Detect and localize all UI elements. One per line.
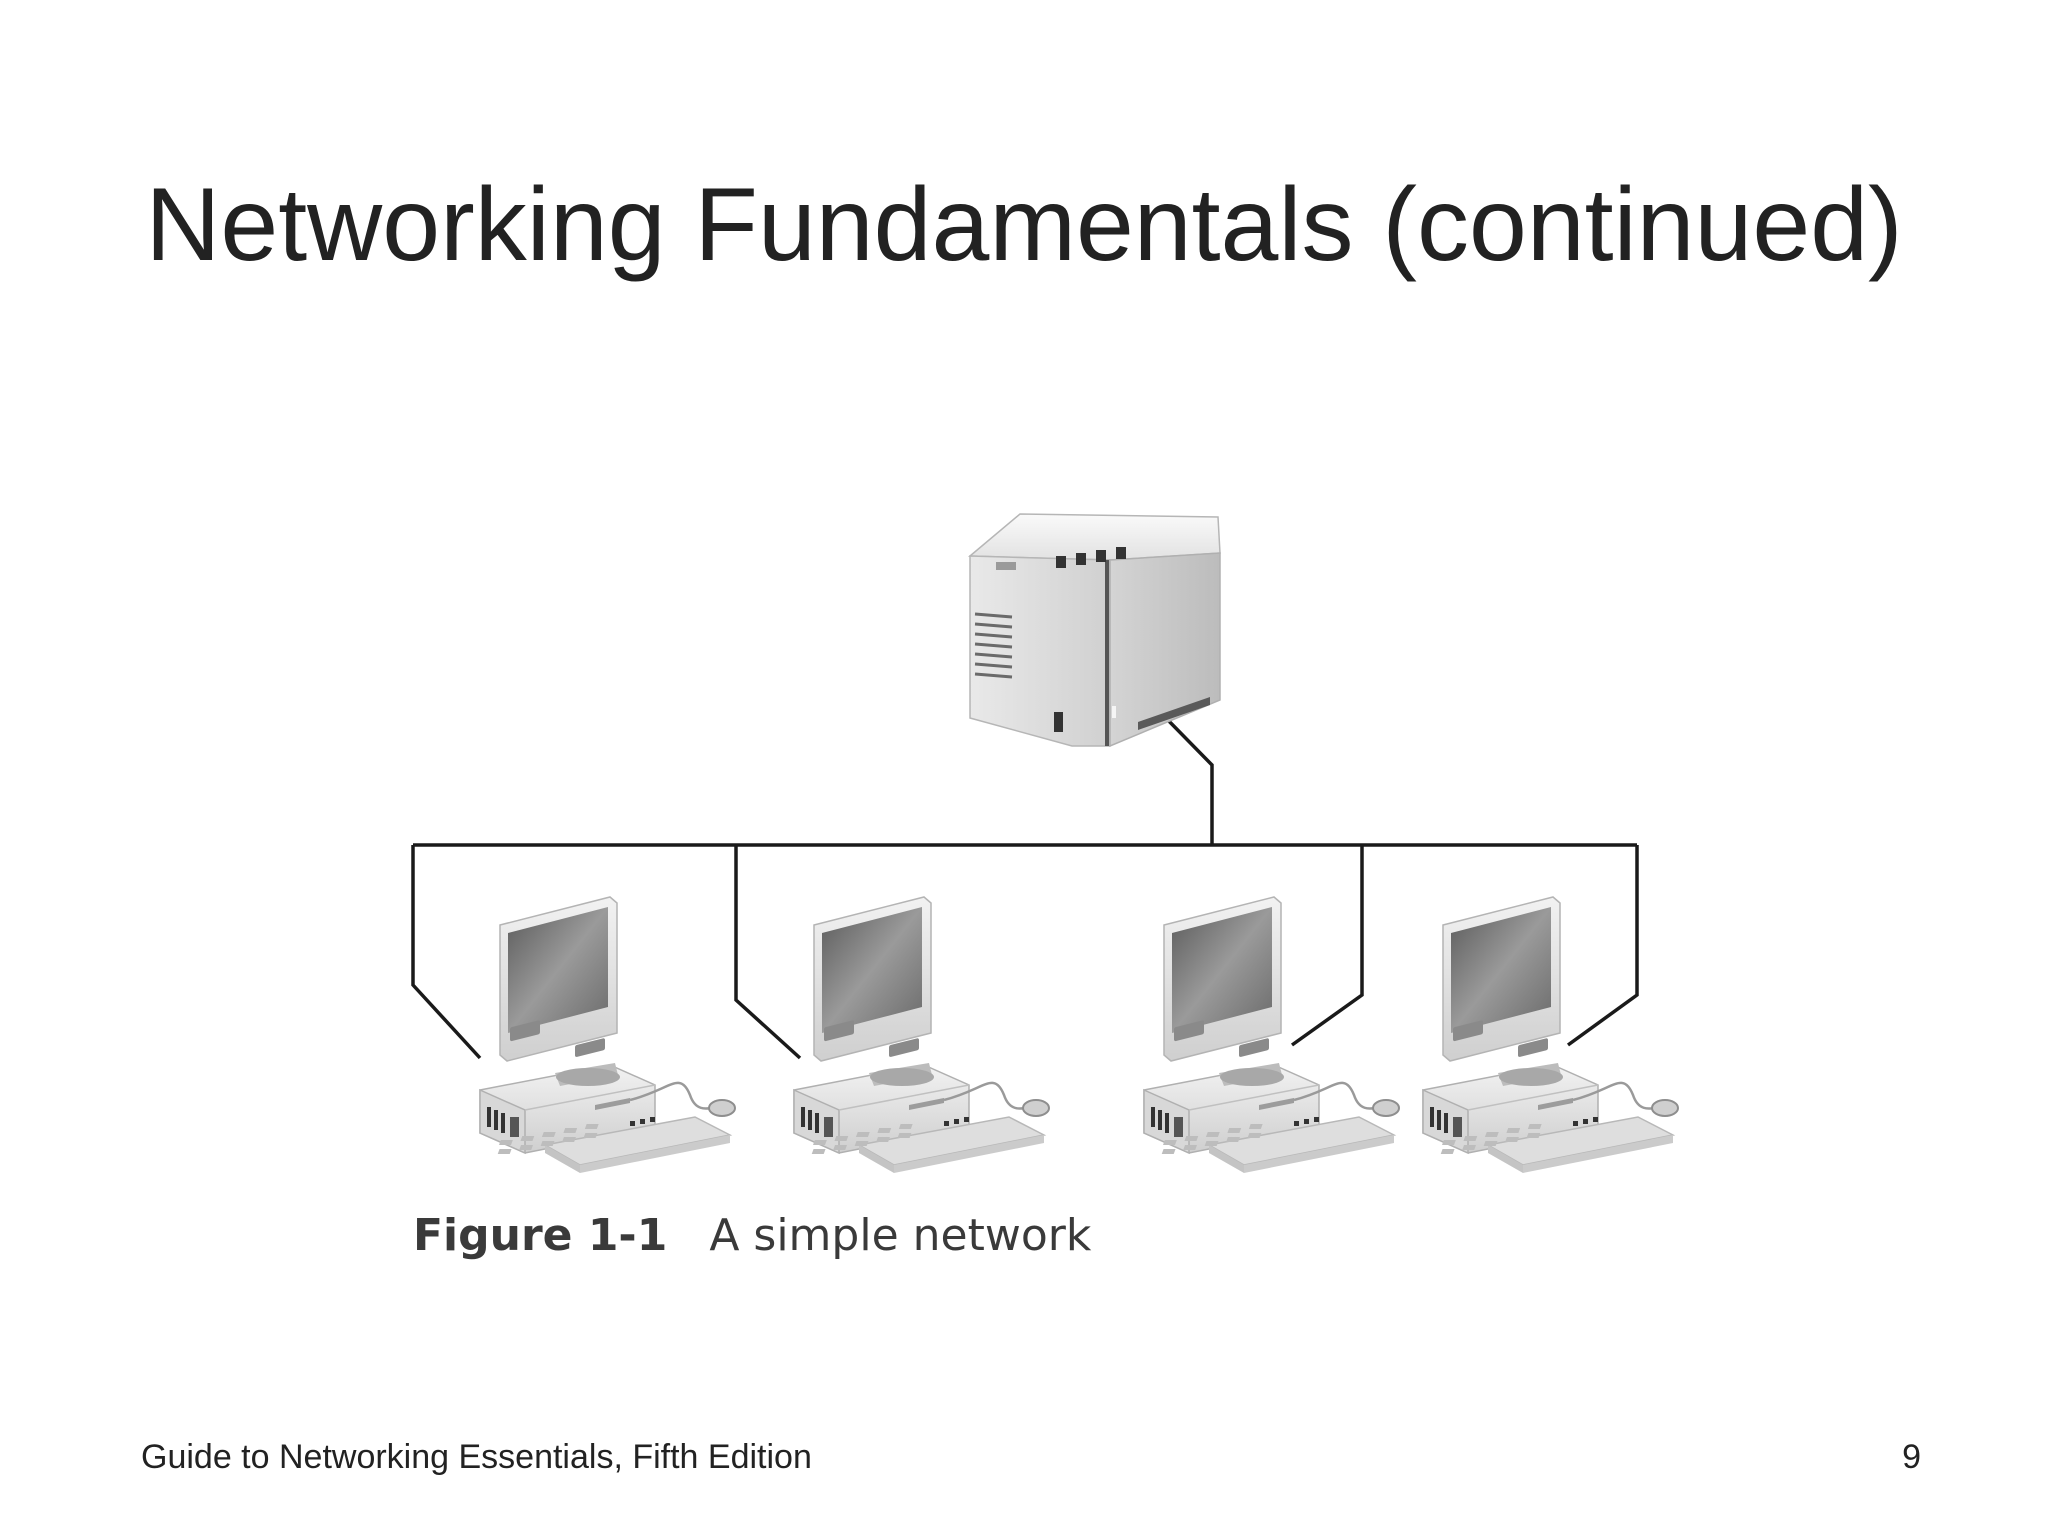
printer-icon bbox=[968, 513, 1221, 748]
computer-icon bbox=[478, 895, 737, 1175]
figure-label: Figure 1-1 bbox=[413, 1210, 668, 1261]
footer-book-title: Guide to Networking Essentials, Fifth Ed… bbox=[141, 1438, 812, 1476]
footer-page-number: 9 bbox=[1902, 1438, 1921, 1476]
computer-icon bbox=[792, 895, 1051, 1175]
figure-caption: Figure 1-1 A simple network bbox=[413, 1208, 1091, 1264]
computer-icon bbox=[1421, 895, 1680, 1175]
network-cable bbox=[411, 710, 1639, 1060]
figure-caption-text: A simple network bbox=[709, 1210, 1092, 1261]
slide-title: Networking Fundamentals (continued) bbox=[145, 167, 1903, 283]
